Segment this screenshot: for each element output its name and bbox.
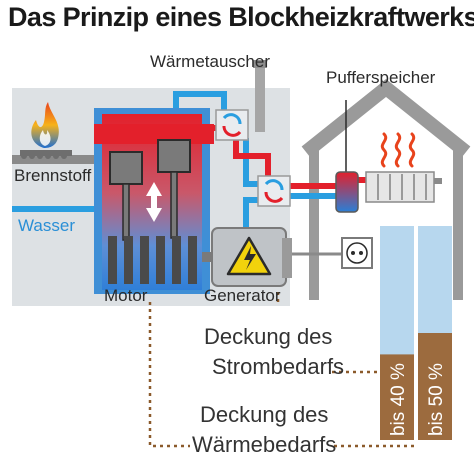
- crankshaft: [108, 236, 197, 284]
- water-label: Wasser: [18, 216, 75, 235]
- generator-end: [282, 238, 292, 278]
- house-outline: [301, 79, 471, 158]
- heat-coverage-label-line2: Wärmebedarfs: [192, 432, 337, 457]
- page-title: Das Prinzip eines Blockheizkraftwerks: [8, 2, 474, 32]
- up-down-arrow-icon: [146, 182, 162, 222]
- power-coverage-label-line2: Strombedarfs: [212, 354, 345, 379]
- heat-coverage-value: bis 50 %: [426, 363, 447, 436]
- power-coverage-fill: [380, 354, 414, 440]
- power-socket-icon: [341, 237, 373, 269]
- buffer-tank-label: Pufferspeicher: [326, 68, 436, 87]
- drive-shaft: [202, 252, 216, 262]
- fuel-pipe: [12, 155, 96, 164]
- burner: [20, 150, 72, 159]
- exhaust-pipe-top: [253, 60, 267, 68]
- water-inlet-pipe: [12, 206, 96, 212]
- fuel-label: Brennstoff: [14, 166, 92, 185]
- dotted-connectors: [148, 292, 418, 448]
- heat-exchanger-label: Wärmetauscher: [150, 52, 270, 71]
- cold-pipe-circuit: [173, 91, 346, 240]
- exhaust-pipe: [255, 64, 265, 132]
- motor-label: Motor: [104, 286, 148, 305]
- radiator-icon: [365, 171, 442, 203]
- engine-hot-top: [94, 124, 214, 144]
- heat-exchanger-icon-2: [257, 175, 291, 207]
- heat-coverage-fill: [418, 333, 452, 440]
- heat-coverage-label-line1: Deckung des: [200, 402, 329, 427]
- piston-icon: [109, 139, 191, 241]
- power-coverage-value: bis 40 %: [388, 363, 409, 436]
- buffer-tank: [335, 171, 359, 213]
- heat-waves-icon: [380, 132, 416, 168]
- generator-label: Generator: [204, 286, 281, 305]
- power-coverage-label-line1: Deckung des: [204, 324, 333, 349]
- electric-hazard-icon: [226, 236, 272, 276]
- heat-exchanger-icon: [215, 109, 249, 141]
- house-walls: [309, 148, 463, 300]
- flame-icon: [31, 102, 59, 148]
